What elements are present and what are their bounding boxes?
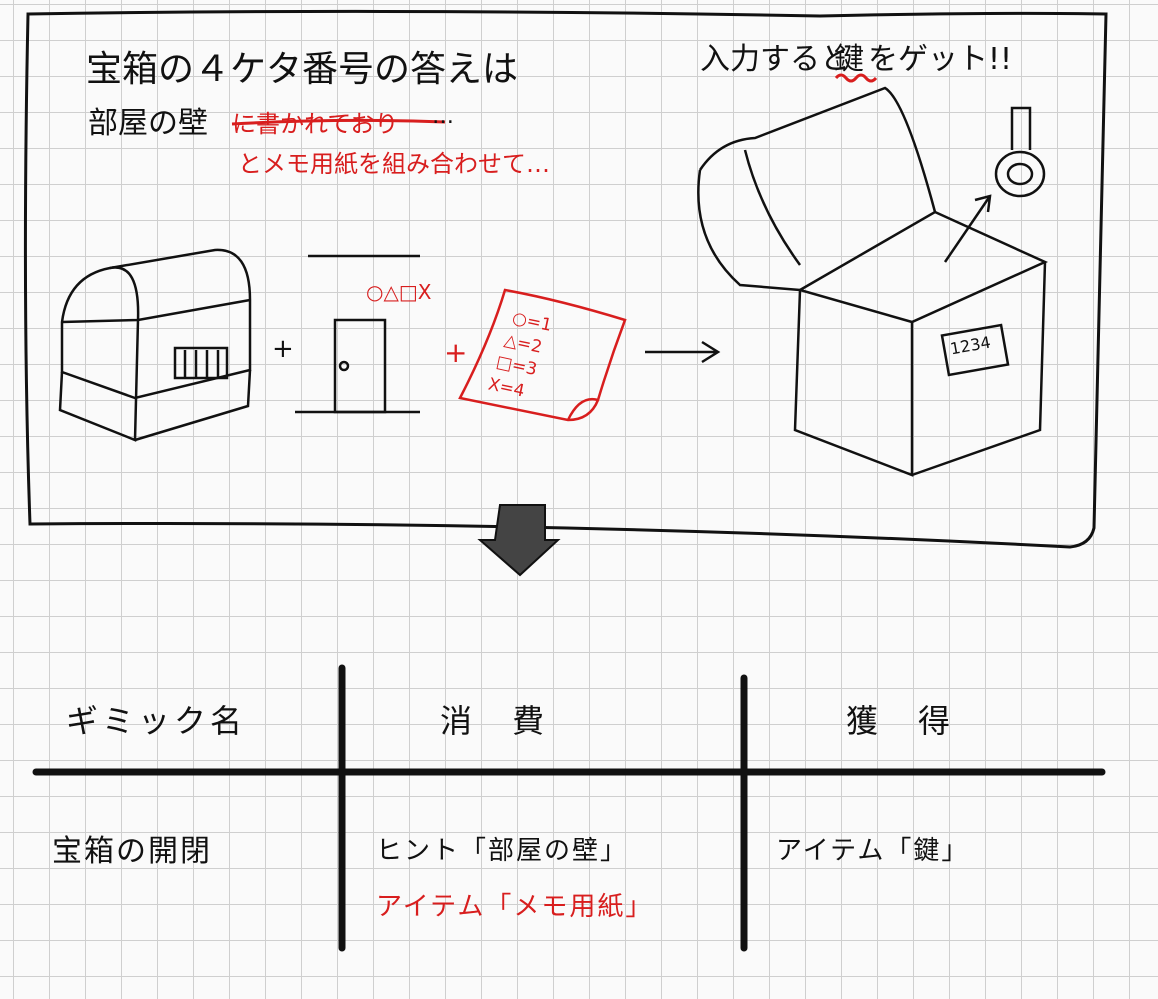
sketch-line3-red: とメモ用紙を組み合わせて… <box>238 144 550 179</box>
right-caption-pre: 入力すると <box>700 34 850 78</box>
cell-consume-item: アイテム「メモ用紙」 <box>376 886 653 923</box>
sketch-line2-black: 部屋の壁 <box>88 98 208 142</box>
cell-consume-hint: ヒント「部屋の壁」 <box>376 830 628 867</box>
table-header-acquire: 獲 得 <box>846 696 954 742</box>
table-header-consume: 消 費 <box>440 696 548 742</box>
memo-paper-drawing <box>460 290 625 420</box>
closed-chest-drawing <box>60 250 250 440</box>
down-arrow-drawing <box>480 505 558 575</box>
cell-gimmick-name: 宝箱の開閉 <box>52 826 212 870</box>
sketch-line2-struck: に書かれており <box>232 104 399 139</box>
right-arrow-drawing <box>645 342 718 362</box>
open-chest-drawing <box>698 88 1045 475</box>
sketch-title-line: 宝箱の４ケタ番号の答えは <box>86 40 518 92</box>
right-caption-key: 鍵 <box>834 34 864 78</box>
door-symbols: ○△□X <box>366 280 431 304</box>
right-caption-post: をゲット!! <box>868 34 1012 78</box>
sketch-line2-ellipsis: … <box>432 104 454 129</box>
table-header-gimmick: ギミック名 <box>66 696 246 742</box>
plus-sign-2: + <box>444 336 467 369</box>
cell-acquire-item: アイテム「鍵」 <box>776 830 969 867</box>
plus-sign-1: + <box>272 334 294 364</box>
